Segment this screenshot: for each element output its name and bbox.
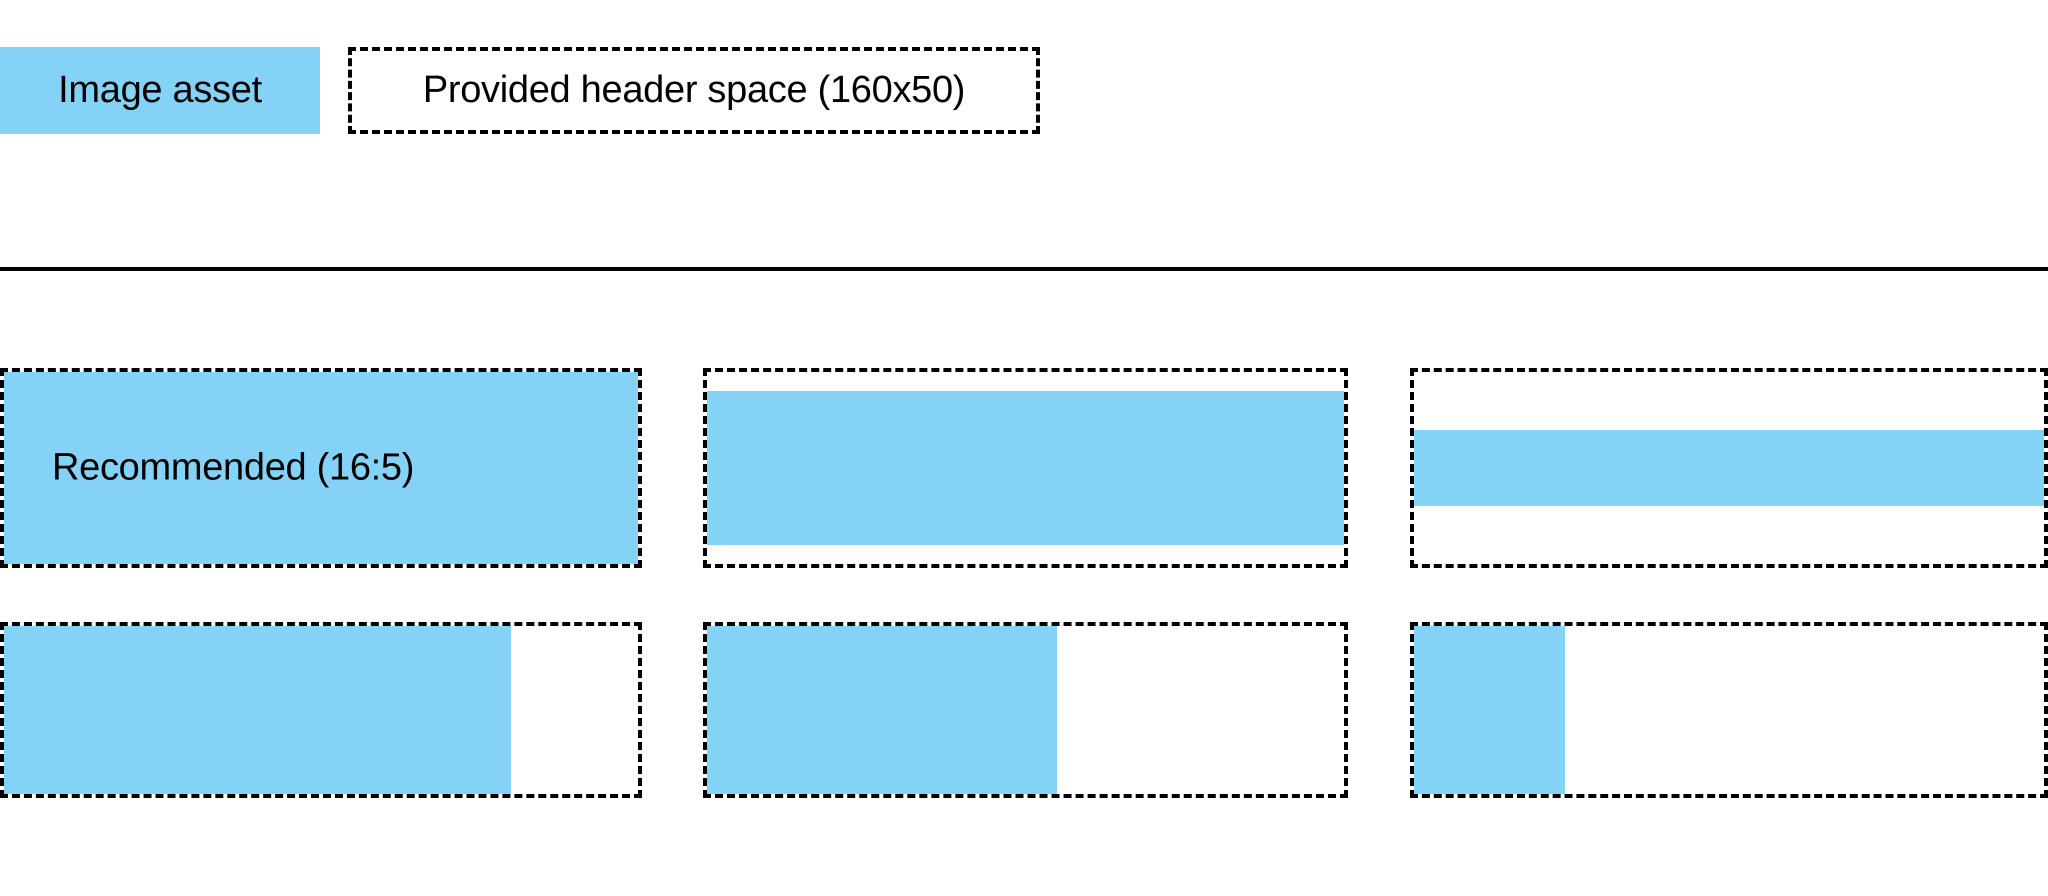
asset-fill xyxy=(1414,626,1566,794)
example-cell-thin-band xyxy=(1410,368,2048,568)
example-cell-recommended: Recommended (16:5) xyxy=(0,368,642,568)
example-cell-wide-fill xyxy=(0,622,642,798)
asset-fill xyxy=(1414,429,2044,507)
legend-row: Image asset Provided header space (160x5… xyxy=(0,47,1040,134)
asset-fill xyxy=(707,391,1344,545)
examples-grid: Recommended (16:5) xyxy=(0,368,2048,798)
examples-row-2 xyxy=(0,622,2048,798)
legend-gap xyxy=(320,47,348,134)
recommended-label: Recommended (16:5) xyxy=(52,446,415,489)
examples-row-1: Recommended (16:5) xyxy=(0,368,2048,568)
asset-fill xyxy=(707,626,1058,794)
asset-fill xyxy=(4,626,512,794)
legend-image-asset-label: Image asset xyxy=(58,69,262,111)
example-cell-narrow-fill xyxy=(1410,622,2048,798)
legend-header-space-box: Provided header space (160x50) xyxy=(348,47,1040,134)
legend-header-space-label: Provided header space (160x50) xyxy=(422,69,966,111)
example-cell-short-full-width xyxy=(703,368,1348,568)
section-divider xyxy=(0,267,2048,271)
example-cell-medium-fill xyxy=(703,622,1348,798)
legend-image-asset-swatch: Image asset xyxy=(0,47,320,134)
asset-fill xyxy=(4,372,638,564)
